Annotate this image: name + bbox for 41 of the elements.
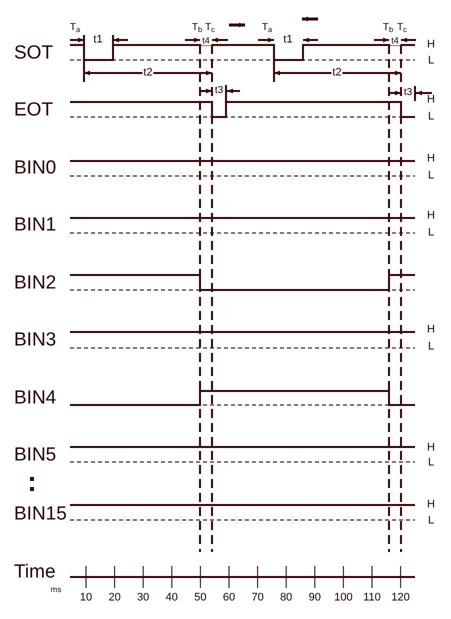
- interval-label: t4: [201, 36, 211, 46]
- tick-label: 30: [136, 592, 150, 604]
- level-label: H: [426, 500, 436, 510]
- level-label: L: [426, 342, 436, 352]
- tick-label: 50: [193, 592, 208, 604]
- interval-label: t1: [92, 34, 104, 46]
- level-label: L: [426, 112, 436, 122]
- interval-label: t4: [390, 36, 400, 46]
- tick-label: 70: [250, 592, 265, 604]
- level-label: H: [426, 94, 436, 106]
- tick-label: 100: [333, 592, 354, 604]
- tick-label: 110: [362, 592, 382, 604]
- time-marker-label: T$_{b}$: [382, 22, 394, 34]
- unit-label: ms: [50, 586, 62, 594]
- tick-label: 90: [308, 592, 322, 604]
- level-label: L: [426, 458, 436, 468]
- time-marker-label: T$_{c}$: [396, 22, 408, 34]
- tick-label: 80: [279, 592, 294, 604]
- time-marker-label: T$_{a}$: [260, 22, 274, 34]
- tick-label: 40: [164, 592, 179, 604]
- tick-label: 10: [78, 592, 94, 604]
- interval-label: t3: [214, 86, 224, 96]
- interval-label: t3: [402, 88, 414, 98]
- level-label: L: [426, 170, 436, 182]
- level-label: H: [426, 324, 436, 336]
- interval-label: t2: [331, 68, 343, 78]
- level-label: L: [426, 516, 436, 526]
- tick-label: 60: [222, 592, 236, 604]
- interval-label: t1: [282, 34, 294, 46]
- interval-label: t2: [142, 68, 154, 78]
- level-label: L: [426, 228, 436, 238]
- level-label: H: [426, 154, 436, 164]
- tick-label: 20: [107, 592, 122, 604]
- level-label: H: [426, 210, 436, 222]
- level-label: L: [426, 56, 436, 66]
- level-label: H: [426, 442, 436, 454]
- level-label: H: [426, 40, 436, 50]
- time-marker-label: T$_{c}$: [204, 22, 216, 34]
- tick-label: 120: [390, 592, 411, 604]
- time-marker-label: T$_{a}$: [68, 22, 82, 34]
- time-marker-label: T$_{b}$: [190, 22, 204, 34]
